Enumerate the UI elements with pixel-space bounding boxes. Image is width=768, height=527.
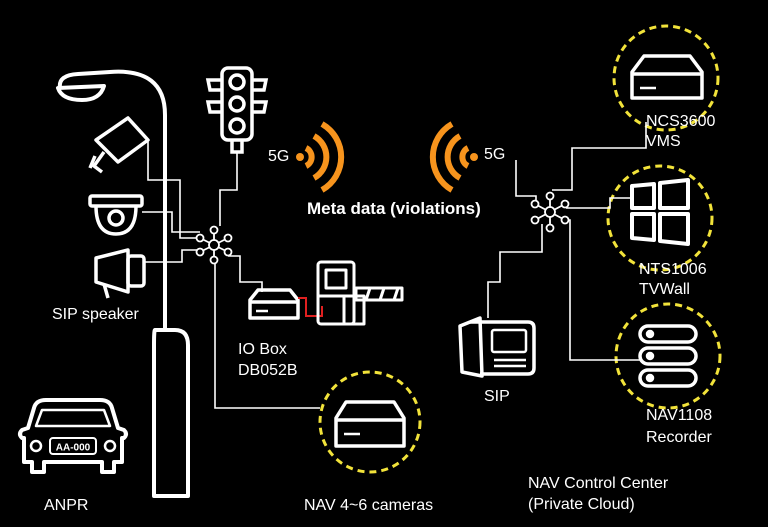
horn-speaker-icon bbox=[94, 248, 146, 299]
car-icon bbox=[18, 398, 128, 474]
sip-phone-label: SIP bbox=[484, 388, 510, 405]
ncs-label-line1: NCS3600 bbox=[646, 113, 716, 130]
highlight-ring-nav-rec bbox=[614, 302, 722, 410]
control-center-label-line1: NAV Control Center bbox=[528, 475, 669, 492]
wifi-signal-icon bbox=[304, 121, 345, 193]
left-connectors bbox=[142, 140, 320, 409]
license-plate-text: AA-000 bbox=[56, 443, 91, 454]
nts-label-line2: TVWall bbox=[639, 281, 690, 298]
io-wire bbox=[298, 297, 323, 317]
bullet-camera-icon bbox=[88, 116, 150, 174]
ncs-label-line2: VMS bbox=[646, 133, 681, 150]
sip-speaker-label: SIP speaker bbox=[52, 306, 139, 323]
sip-phone-icon bbox=[458, 316, 536, 378]
nts-label-line1: NTS1006 bbox=[639, 261, 707, 278]
nvr-icon bbox=[334, 400, 406, 448]
windows-icon bbox=[630, 178, 690, 246]
signal-dot-right bbox=[470, 153, 478, 161]
dome-camera-icon bbox=[88, 194, 144, 236]
anpr-label: ANPR bbox=[44, 497, 89, 514]
meta-data-label: Meta data (violations) bbox=[307, 199, 481, 218]
control-center-label-line2: (Private Cloud) bbox=[528, 496, 635, 513]
nav-recorder-label-line1: NAV1108 bbox=[646, 407, 713, 424]
signal-label-left: 5G bbox=[268, 148, 290, 165]
nvr-icon bbox=[630, 54, 704, 100]
network-hub-icon bbox=[530, 191, 570, 233]
right-connectors bbox=[487, 122, 647, 361]
wifi-signal-icon bbox=[429, 121, 470, 193]
traffic-light-icon bbox=[205, 66, 269, 154]
server-stack-icon bbox=[638, 324, 698, 388]
io-box-label-line2: DB052B bbox=[238, 362, 298, 379]
network-hub-icon bbox=[195, 225, 233, 265]
signal-label-right: 5G bbox=[484, 146, 506, 163]
signal-dot-left bbox=[296, 153, 304, 161]
highlight-ring-nav-cameras bbox=[318, 370, 422, 474]
highlight-ring-nts bbox=[606, 164, 714, 272]
io-box-icon bbox=[248, 288, 300, 320]
highlight-ring-ncs bbox=[612, 24, 720, 132]
street-light-icon bbox=[56, 69, 190, 498]
barrier-gate-icon bbox=[316, 260, 404, 326]
io-box-label-line1: IO Box bbox=[238, 341, 287, 358]
nav-recorder-label-line2: Recorder bbox=[646, 429, 712, 446]
nav-cameras-label: NAV 4~6 cameras bbox=[304, 497, 434, 514]
